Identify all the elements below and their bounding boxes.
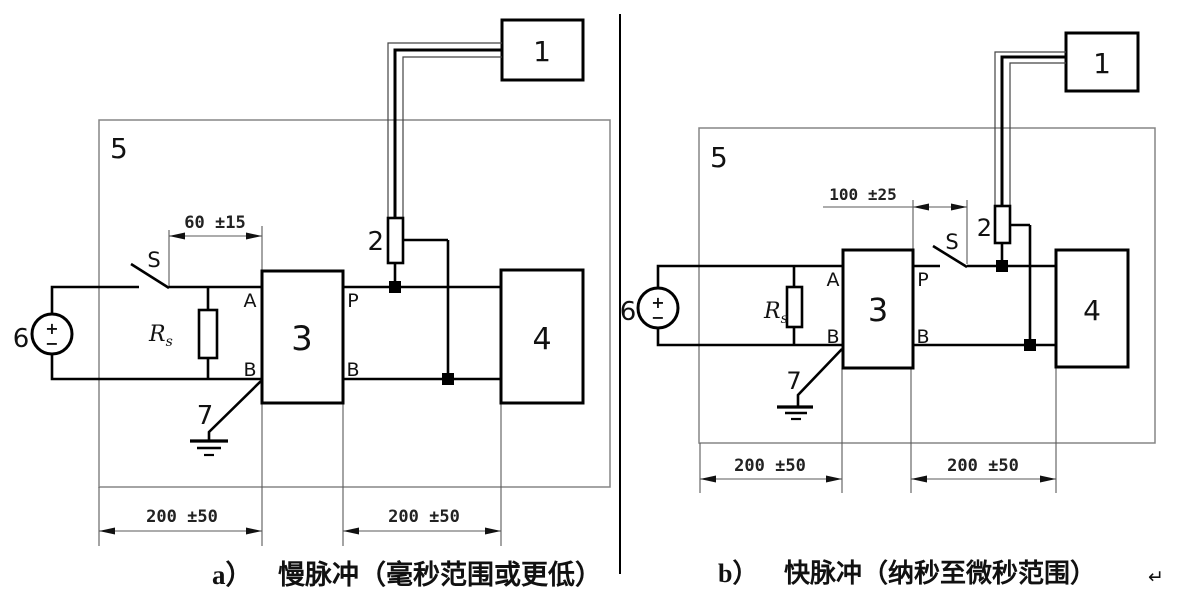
figb-source: + − 6	[620, 286, 680, 330]
figb-eut-rect	[1054, 248, 1130, 369]
figa-source-minus: −	[45, 334, 58, 353]
figb-source-minus: −	[651, 308, 664, 327]
figa-source-label: 6	[13, 324, 30, 354]
figa-dim-bottom-left-text: 200 ±50	[146, 507, 218, 527]
figa-source-circle	[30, 312, 74, 356]
figa-dim-top-text: 60 ±15	[184, 213, 245, 233]
figure-b: 5 100 ±25 S	[620, 31, 1156, 588]
figb-dim-top-text: 100 ±25	[829, 185, 896, 204]
figa-source-plus: +	[45, 319, 58, 338]
arrowhead-right	[951, 203, 967, 211]
arrowhead-right	[246, 232, 262, 240]
figb-dim-coupler-to-switch: 100 ±25	[823, 185, 968, 264]
figa-probe-return-branch	[403, 238, 454, 385]
figa-bottom-wire-left	[50, 355, 262, 381]
figb-resistor-body	[785, 285, 804, 329]
figa-dim-bottom-right: 200 ±50	[343, 507, 501, 535]
figa-source: + − 6	[13, 312, 74, 356]
figa-dim-bottom-left: 200 ±50	[99, 507, 262, 535]
figb-probe-return-branch	[1010, 223, 1036, 351]
figb-dim-bottom-right-text: 200 ±50	[947, 456, 1019, 476]
figb-terminal-b-right: B	[916, 326, 929, 348]
figa-bottom-dim-extensions	[98, 403, 502, 546]
figb-probe-junction-dot	[996, 260, 1008, 272]
figb-coax-cable	[994, 51, 1066, 206]
figb-terminal-p: P	[917, 269, 928, 291]
figa-probe-body	[386, 216, 405, 265]
figb-generator-rect	[1064, 31, 1140, 93]
figb-dim-bottom-left: 200 ±50	[700, 456, 842, 483]
figb-coupler-box: 3 A B P B	[826, 248, 930, 370]
figa-coax-cable	[387, 42, 502, 218]
figb-source-circle	[636, 286, 680, 330]
figb-eut-box: 4	[1054, 248, 1130, 369]
figa-top-wire-left	[50, 285, 139, 314]
paragraph-return-icon: ↵	[1148, 566, 1164, 588]
figb-caption: b）快脉冲（纳秒至微秒范围）	[718, 558, 1096, 588]
figb-bottom-dim-extensions	[699, 367, 1057, 493]
figa-wires	[50, 285, 501, 381]
figb-switch-label: S	[945, 230, 958, 254]
figb-resistor-label: Rs	[763, 299, 788, 327]
figb-dim-bottom-right: 200 ±50	[911, 456, 1056, 483]
figa-terminal-p: P	[347, 290, 358, 312]
figb-ground-symbol: 7	[777, 348, 843, 421]
figb-bottom-junction-dot	[1024, 339, 1036, 351]
figa-coupler-rect	[260, 269, 345, 405]
figb-coupler-label: 3	[868, 291, 888, 329]
figb-switch: S	[932, 230, 968, 269]
figure-a: 5 60 ±15 S	[13, 18, 611, 590]
figa-switch-label: S	[147, 248, 160, 272]
figb-ground-plane-box	[698, 127, 1156, 444]
figa-eut-box: 4	[499, 268, 585, 405]
figa-bottom-junction-dot	[442, 373, 454, 385]
figb-source-plus: +	[651, 293, 664, 312]
figb-terminal-b-left: B	[826, 326, 839, 348]
figa-resistor-rs: Rs	[148, 287, 219, 379]
arrowhead-left	[169, 232, 185, 240]
figa-terminal-a: A	[244, 290, 257, 312]
figb-dim-bottom-left-text: 200 ±50	[734, 456, 806, 476]
figb-coupler-rect	[841, 248, 915, 370]
figa-probe: 2	[367, 216, 405, 293]
figb-eut-label: 4	[1083, 294, 1101, 327]
figb-plane-label: 5	[710, 141, 728, 174]
arrowhead-left	[913, 203, 929, 211]
figa-probe-label: 2	[367, 227, 384, 257]
figa-terminal-b-left: B	[243, 359, 256, 381]
figb-probe-label: 2	[977, 214, 992, 242]
figa-coupler-label: 3	[291, 319, 313, 359]
figb-top-wire-left	[656, 264, 843, 288]
figb-bottom-wire-left	[656, 328, 843, 347]
figa-generator-rect	[500, 18, 585, 82]
figb-generator-label: 1	[1093, 47, 1111, 80]
figa-switch: S	[130, 248, 170, 290]
figb-switch-blade	[932, 244, 968, 269]
figa-generator-label: 1	[533, 35, 551, 68]
figa-ground-label: 7	[197, 401, 214, 431]
figb-terminal-a: A	[827, 269, 840, 291]
figa-terminal-b-right: B	[346, 359, 359, 381]
figb-probe: 2	[977, 204, 1012, 272]
figa-plane-label: 5	[110, 132, 128, 165]
figb-resistor-rs: Rs	[763, 266, 804, 345]
figa-resistor-label: Rs	[148, 322, 173, 350]
figa-switch-blade	[130, 262, 170, 290]
figa-caption: a）慢脉冲（毫秒范围或更低）	[212, 559, 602, 590]
figa-probe-junction-dot	[389, 281, 401, 293]
figb-probe-body	[993, 204, 1012, 245]
figa-dim-switch-to-coupler: 60 ±15	[168, 213, 263, 287]
figa-eut-rect	[499, 268, 585, 405]
figb-generator-box: 1	[1064, 31, 1140, 93]
figa-eut-label: 4	[532, 322, 551, 357]
figa-ground-symbol: 7	[190, 380, 262, 457]
figa-dim-bottom-right-text: 200 ±50	[388, 507, 460, 527]
figa-coupler-box: 3 A B P B	[243, 269, 360, 405]
figa-generator-box: 1	[500, 18, 585, 82]
figb-source-label: 6	[620, 297, 637, 327]
figa-ground-plane-box	[98, 119, 611, 488]
figa-resistor-body	[197, 308, 219, 360]
figb-ground-label: 7	[786, 367, 801, 395]
